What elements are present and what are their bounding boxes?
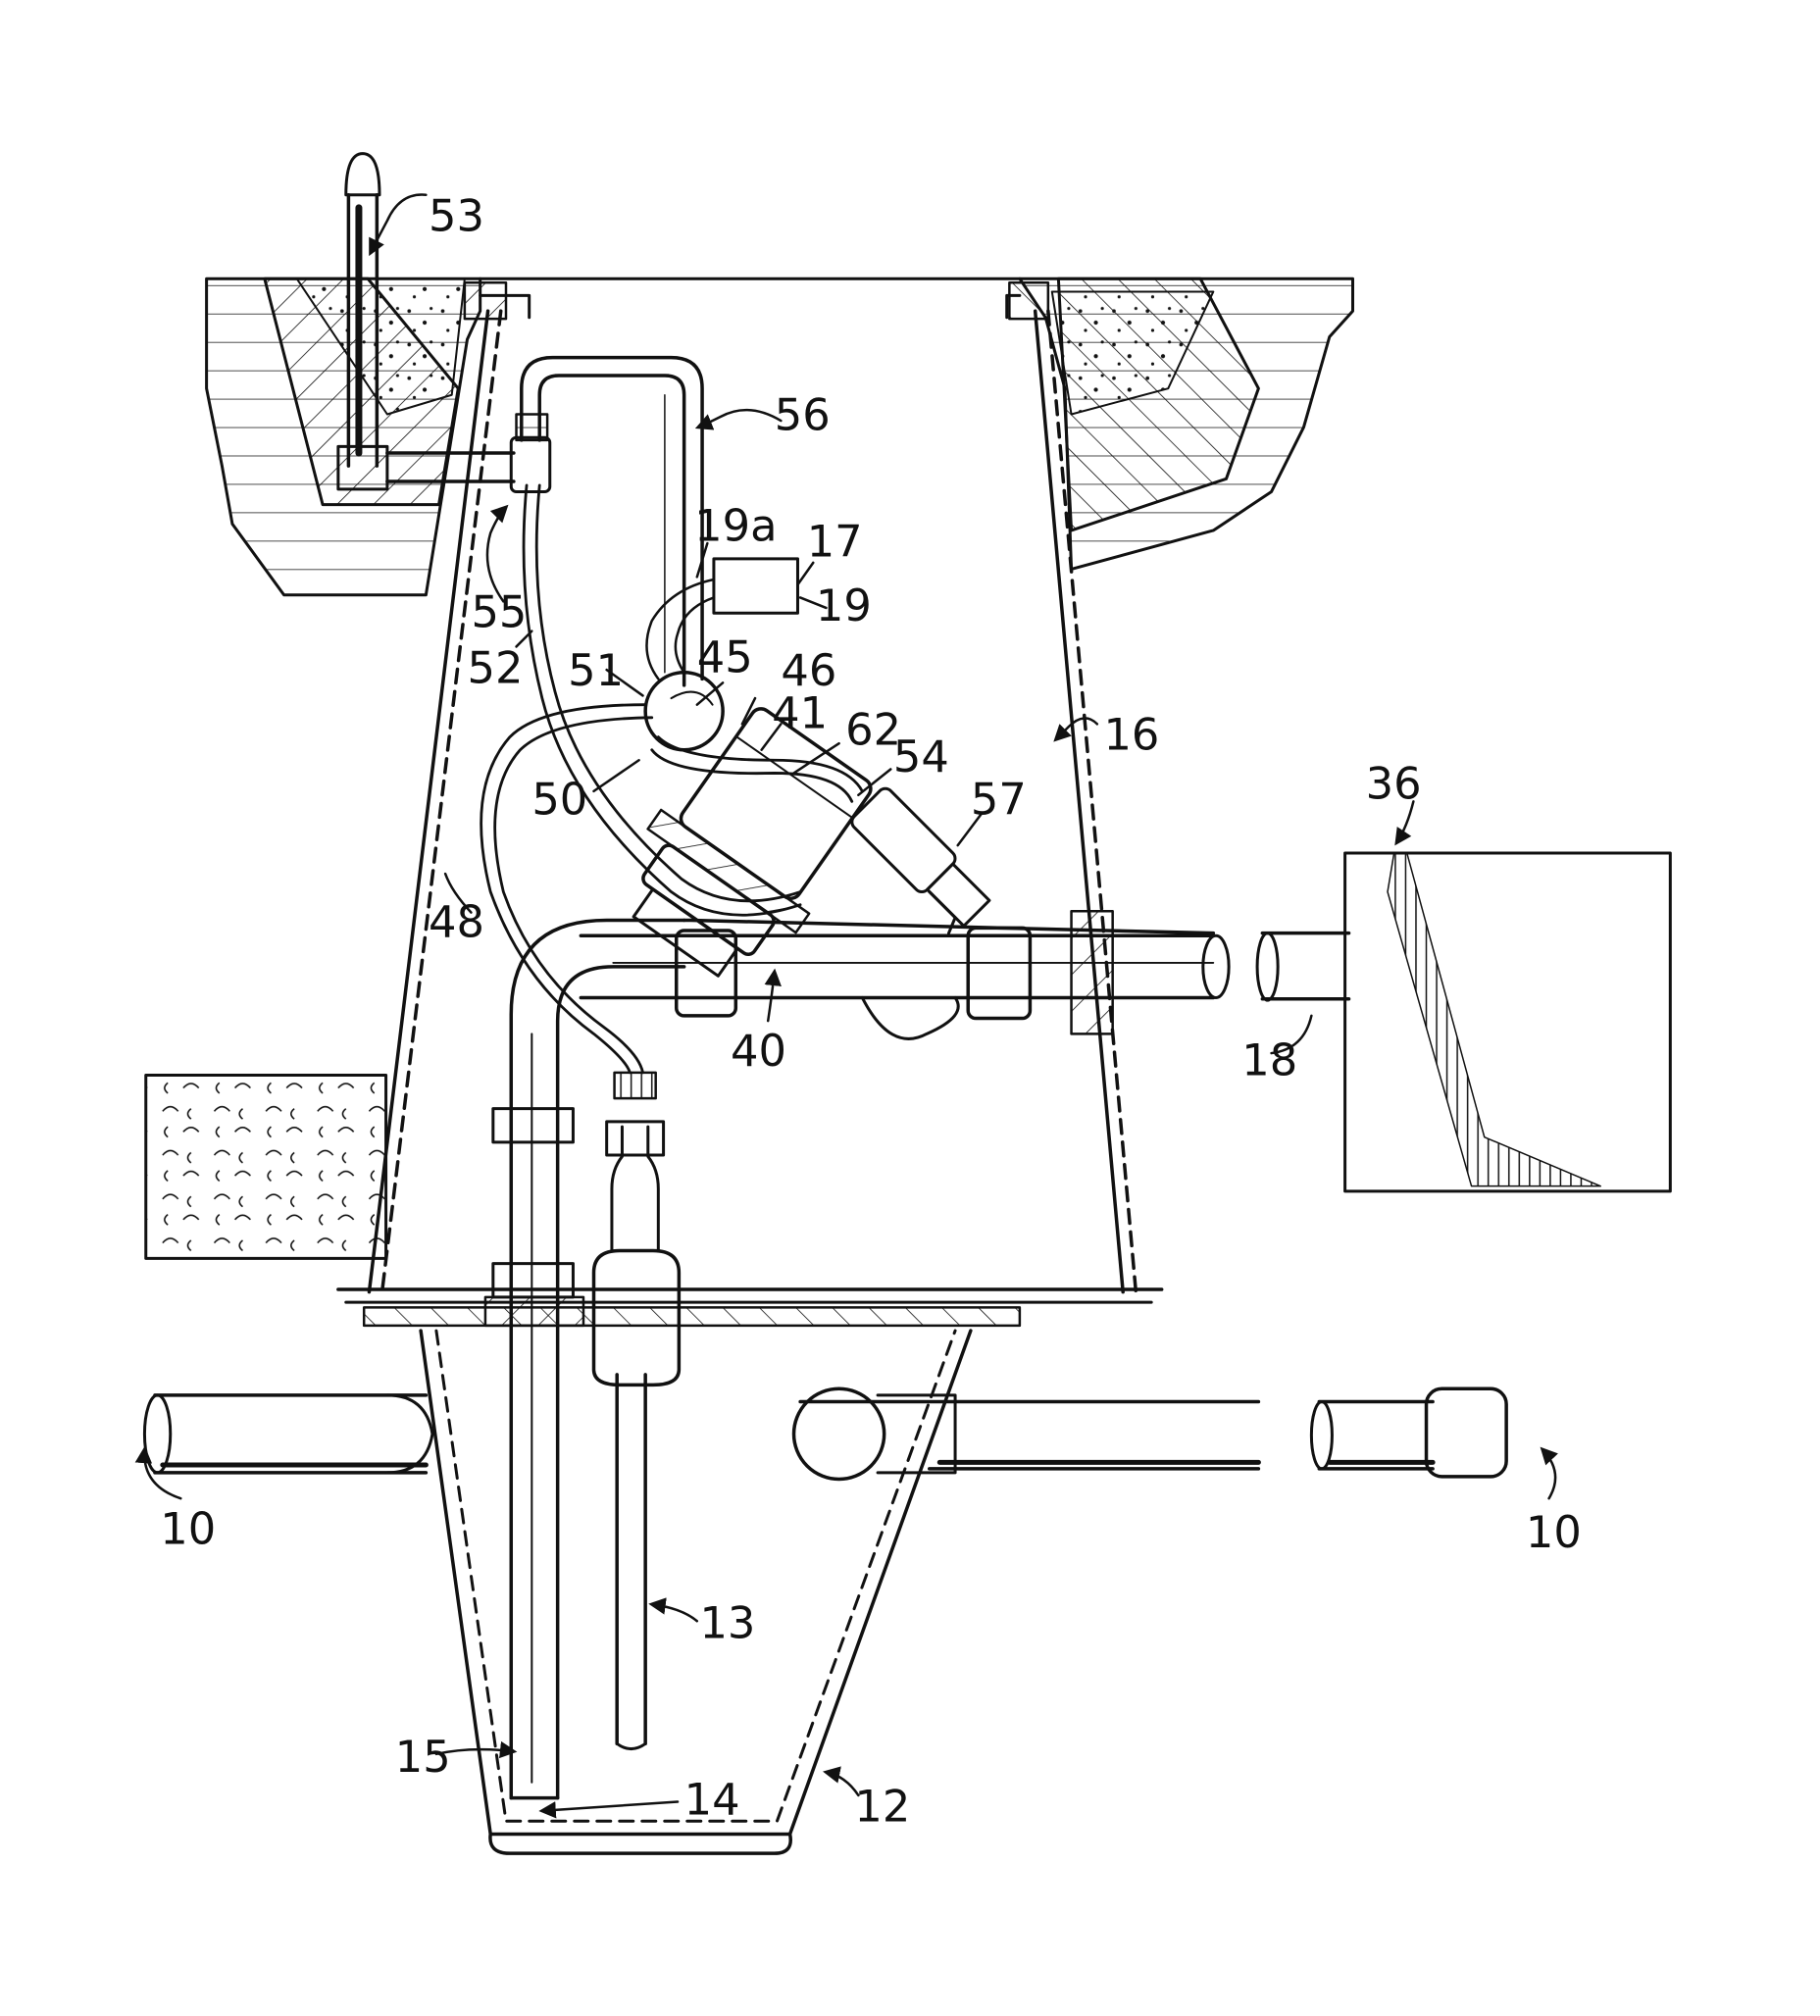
label-36: 36 (1366, 758, 1422, 810)
label-16: 16 (1103, 709, 1159, 761)
suction-pipe (485, 920, 684, 1797)
label-57: 57 (971, 774, 1027, 826)
soil-block (146, 1075, 386, 1258)
label-18: 18 (1241, 1033, 1297, 1085)
supply-pipe-right (794, 1388, 1507, 1479)
main-line-pipe (581, 911, 1348, 1038)
label-19a: 19a (694, 499, 777, 551)
label-10-right: 10 (1526, 1506, 1582, 1558)
label-53: 53 (429, 190, 484, 242)
tubing-52 (524, 485, 800, 915)
tank-body (364, 1307, 1020, 1853)
controller-box (1345, 853, 1671, 1191)
label-41: 41 (772, 686, 828, 738)
label-17: 17 (807, 515, 863, 567)
containment-sump (338, 311, 1162, 1302)
label-62: 62 (845, 703, 901, 755)
label-15: 15 (395, 1731, 451, 1783)
label-46: 46 (781, 644, 836, 696)
label-50: 50 (531, 774, 587, 826)
pavement-slab (207, 278, 1353, 594)
label-13: 13 (699, 1596, 755, 1648)
label-19: 19 (816, 580, 872, 631)
reference-numerals: 53 56 19a 17 19 55 52 51 45 46 41 62 54 … (160, 190, 1582, 1833)
label-10-left: 10 (160, 1502, 216, 1554)
supply-pipe-left (144, 1395, 432, 1473)
vent-riser-53 (338, 154, 550, 492)
label-56: 56 (775, 388, 831, 440)
right-slab-concrete (1052, 291, 1214, 414)
label-40: 40 (731, 1025, 786, 1077)
leader-lines (131, 195, 1564, 1822)
label-14: 14 (684, 1774, 740, 1826)
tubing-50 (652, 737, 863, 802)
label-12: 12 (854, 1780, 910, 1832)
junction-box (714, 559, 798, 613)
label-54: 54 (893, 731, 949, 782)
label-51: 51 (568, 644, 624, 696)
conduit-56 (522, 358, 702, 685)
probe-pipe (594, 1073, 680, 1749)
label-45: 45 (697, 631, 753, 683)
wiring-19 (646, 580, 713, 679)
label-52: 52 (468, 641, 524, 693)
label-55: 55 (471, 586, 527, 638)
label-48: 48 (429, 896, 484, 948)
